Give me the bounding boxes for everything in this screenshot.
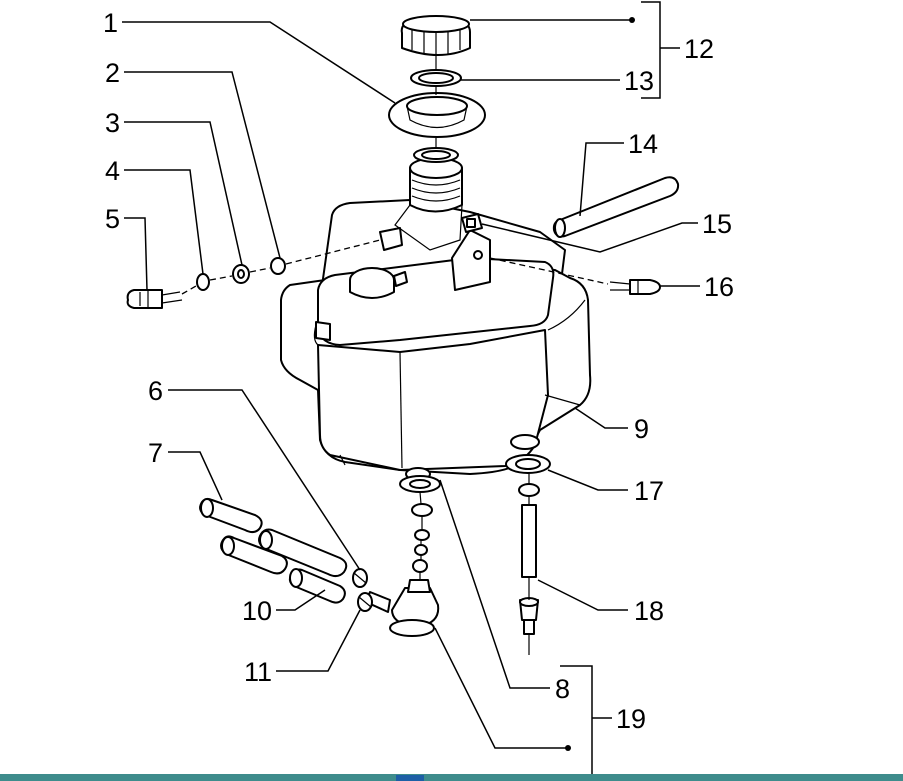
callout-13: 13 bbox=[624, 66, 654, 96]
bottom-tab bbox=[396, 775, 424, 781]
fuel-hose-10c bbox=[288, 568, 346, 604]
screw-5 bbox=[126, 289, 183, 309]
bottom-bar bbox=[0, 774, 903, 781]
callout-5: 5 bbox=[105, 204, 120, 234]
callout-17: 17 bbox=[634, 476, 664, 506]
sender-seal-17 bbox=[505, 454, 551, 497]
callout-12: 12 bbox=[684, 34, 714, 64]
callout-1: 1 bbox=[103, 8, 118, 38]
callout-7: 7 bbox=[148, 438, 163, 468]
filler-cap bbox=[400, 15, 471, 56]
callout-labels: 1 2 3 4 5 6 7 10 11 12 13 14 15 16 9 17 … bbox=[103, 8, 734, 734]
fuel-tank bbox=[280, 157, 592, 481]
washer-4 bbox=[196, 273, 210, 291]
hose-clip bbox=[461, 213, 483, 233]
callout-14: 14 bbox=[628, 129, 658, 159]
callout-2: 2 bbox=[105, 58, 120, 88]
breather-hose bbox=[552, 176, 680, 238]
callout-10: 10 bbox=[242, 596, 272, 626]
callout-6: 6 bbox=[148, 376, 163, 406]
fuel-hose-7 bbox=[199, 497, 263, 534]
hose-clip-11 bbox=[357, 592, 373, 612]
screw-16 bbox=[609, 279, 661, 295]
spacer-3 bbox=[232, 264, 250, 284]
hose-clip-6 bbox=[352, 568, 368, 588]
callout-19: 19 bbox=[616, 704, 646, 734]
callout-9: 9 bbox=[634, 414, 649, 444]
callout-16: 16 bbox=[704, 272, 734, 302]
neck-seal bbox=[413, 147, 459, 163]
grommet-2 bbox=[270, 257, 286, 275]
fuel-gauge-sender bbox=[519, 472, 539, 655]
filler-ring bbox=[388, 92, 486, 138]
callout-8: 8 bbox=[555, 674, 570, 704]
fuel-hose-10b bbox=[220, 535, 288, 575]
leader-lines bbox=[122, 1, 700, 776]
callout-18: 18 bbox=[634, 596, 664, 626]
callout-4: 4 bbox=[105, 156, 120, 186]
tap-seal-stack bbox=[399, 475, 441, 580]
fuel-tap bbox=[365, 579, 440, 637]
callout-15: 15 bbox=[702, 209, 732, 239]
callout-11: 11 bbox=[244, 657, 272, 687]
cap-o-ring bbox=[410, 69, 462, 87]
callout-3: 3 bbox=[105, 108, 120, 138]
